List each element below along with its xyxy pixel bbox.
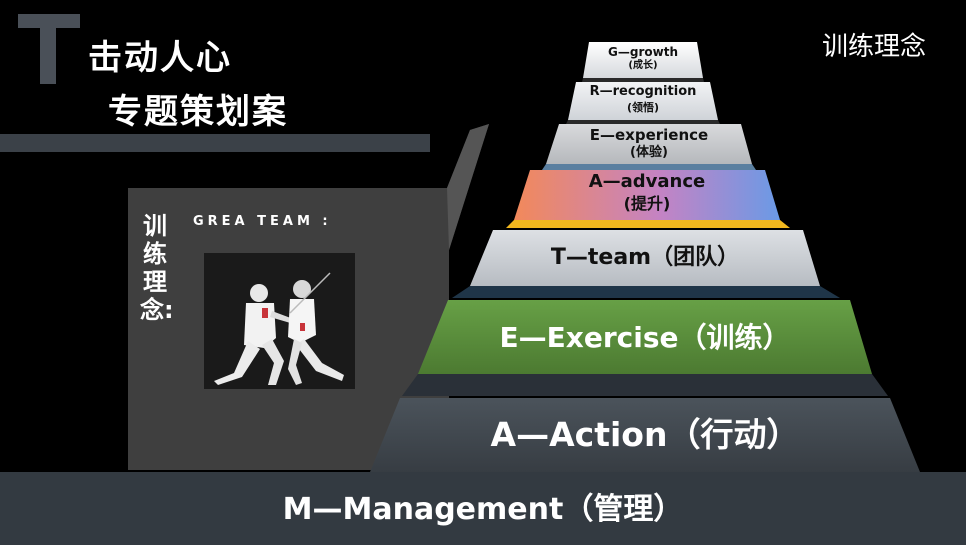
layer-growth-sub: (成长): [628, 60, 658, 71]
page-title-line1: 击动人心: [88, 38, 232, 78]
layer-exercise-label: E—Exercise（训练）: [499, 321, 791, 354]
pyramid-layer-action: [370, 398, 920, 472]
layer-advance-sub: (提升): [623, 194, 671, 213]
pyramid-layer-recognition: [568, 82, 718, 120]
layer-advance-label: A—advance: [588, 171, 706, 192]
callout-subtitle: GREA TEAM :: [193, 214, 332, 229]
fencing-photo: [204, 253, 355, 389]
section-title: 训练理念: [821, 32, 926, 62]
layer-recognition-sub: (领悟): [626, 101, 660, 114]
header-divider-bar: [0, 134, 430, 152]
vertical-label-char: 念:: [140, 296, 174, 324]
t-glyph-icon: [18, 14, 80, 84]
pyramid-layer-growth: [583, 42, 703, 78]
layer-recognition-text: R—recognition (领悟): [568, 84, 718, 116]
page-title-line2: 专题策划案: [108, 92, 288, 132]
pyramid-layer-team: [470, 230, 820, 286]
header-logo-letter: [18, 14, 80, 84]
layer-experience-label: E—experience: [589, 126, 709, 144]
vertical-label-char: 练: [143, 240, 167, 268]
vertical-label-char: 训: [143, 212, 167, 240]
pyramid-layer-exercise: [418, 300, 872, 374]
footer-management-label: M—Management（管理）: [282, 492, 684, 527]
fencers-image: [204, 253, 355, 389]
pyramid-layer-advance: [514, 170, 780, 220]
layer-advance-text: A—advance (提升): [514, 171, 780, 215]
layer-recognition-label: R—recognition: [589, 84, 697, 99]
layer-experience-sub: (体验): [630, 145, 668, 160]
layer-action-label: A—Action（行动）: [490, 415, 800, 454]
layer-experience-text: E—experience (体验): [546, 126, 752, 162]
layer-growth-text: G—growth (成长): [583, 45, 703, 73]
layer-team-label: T—team（团队）: [550, 245, 740, 270]
footer-bar: [0, 472, 966, 545]
vertical-label: 训 练 理 念:: [140, 212, 174, 324]
pyramid-layer-experience: [546, 124, 752, 164]
vertical-label-char: 理: [143, 268, 167, 296]
pyramid: [370, 42, 920, 472]
layer-growth-label: G—growth: [608, 45, 678, 59]
